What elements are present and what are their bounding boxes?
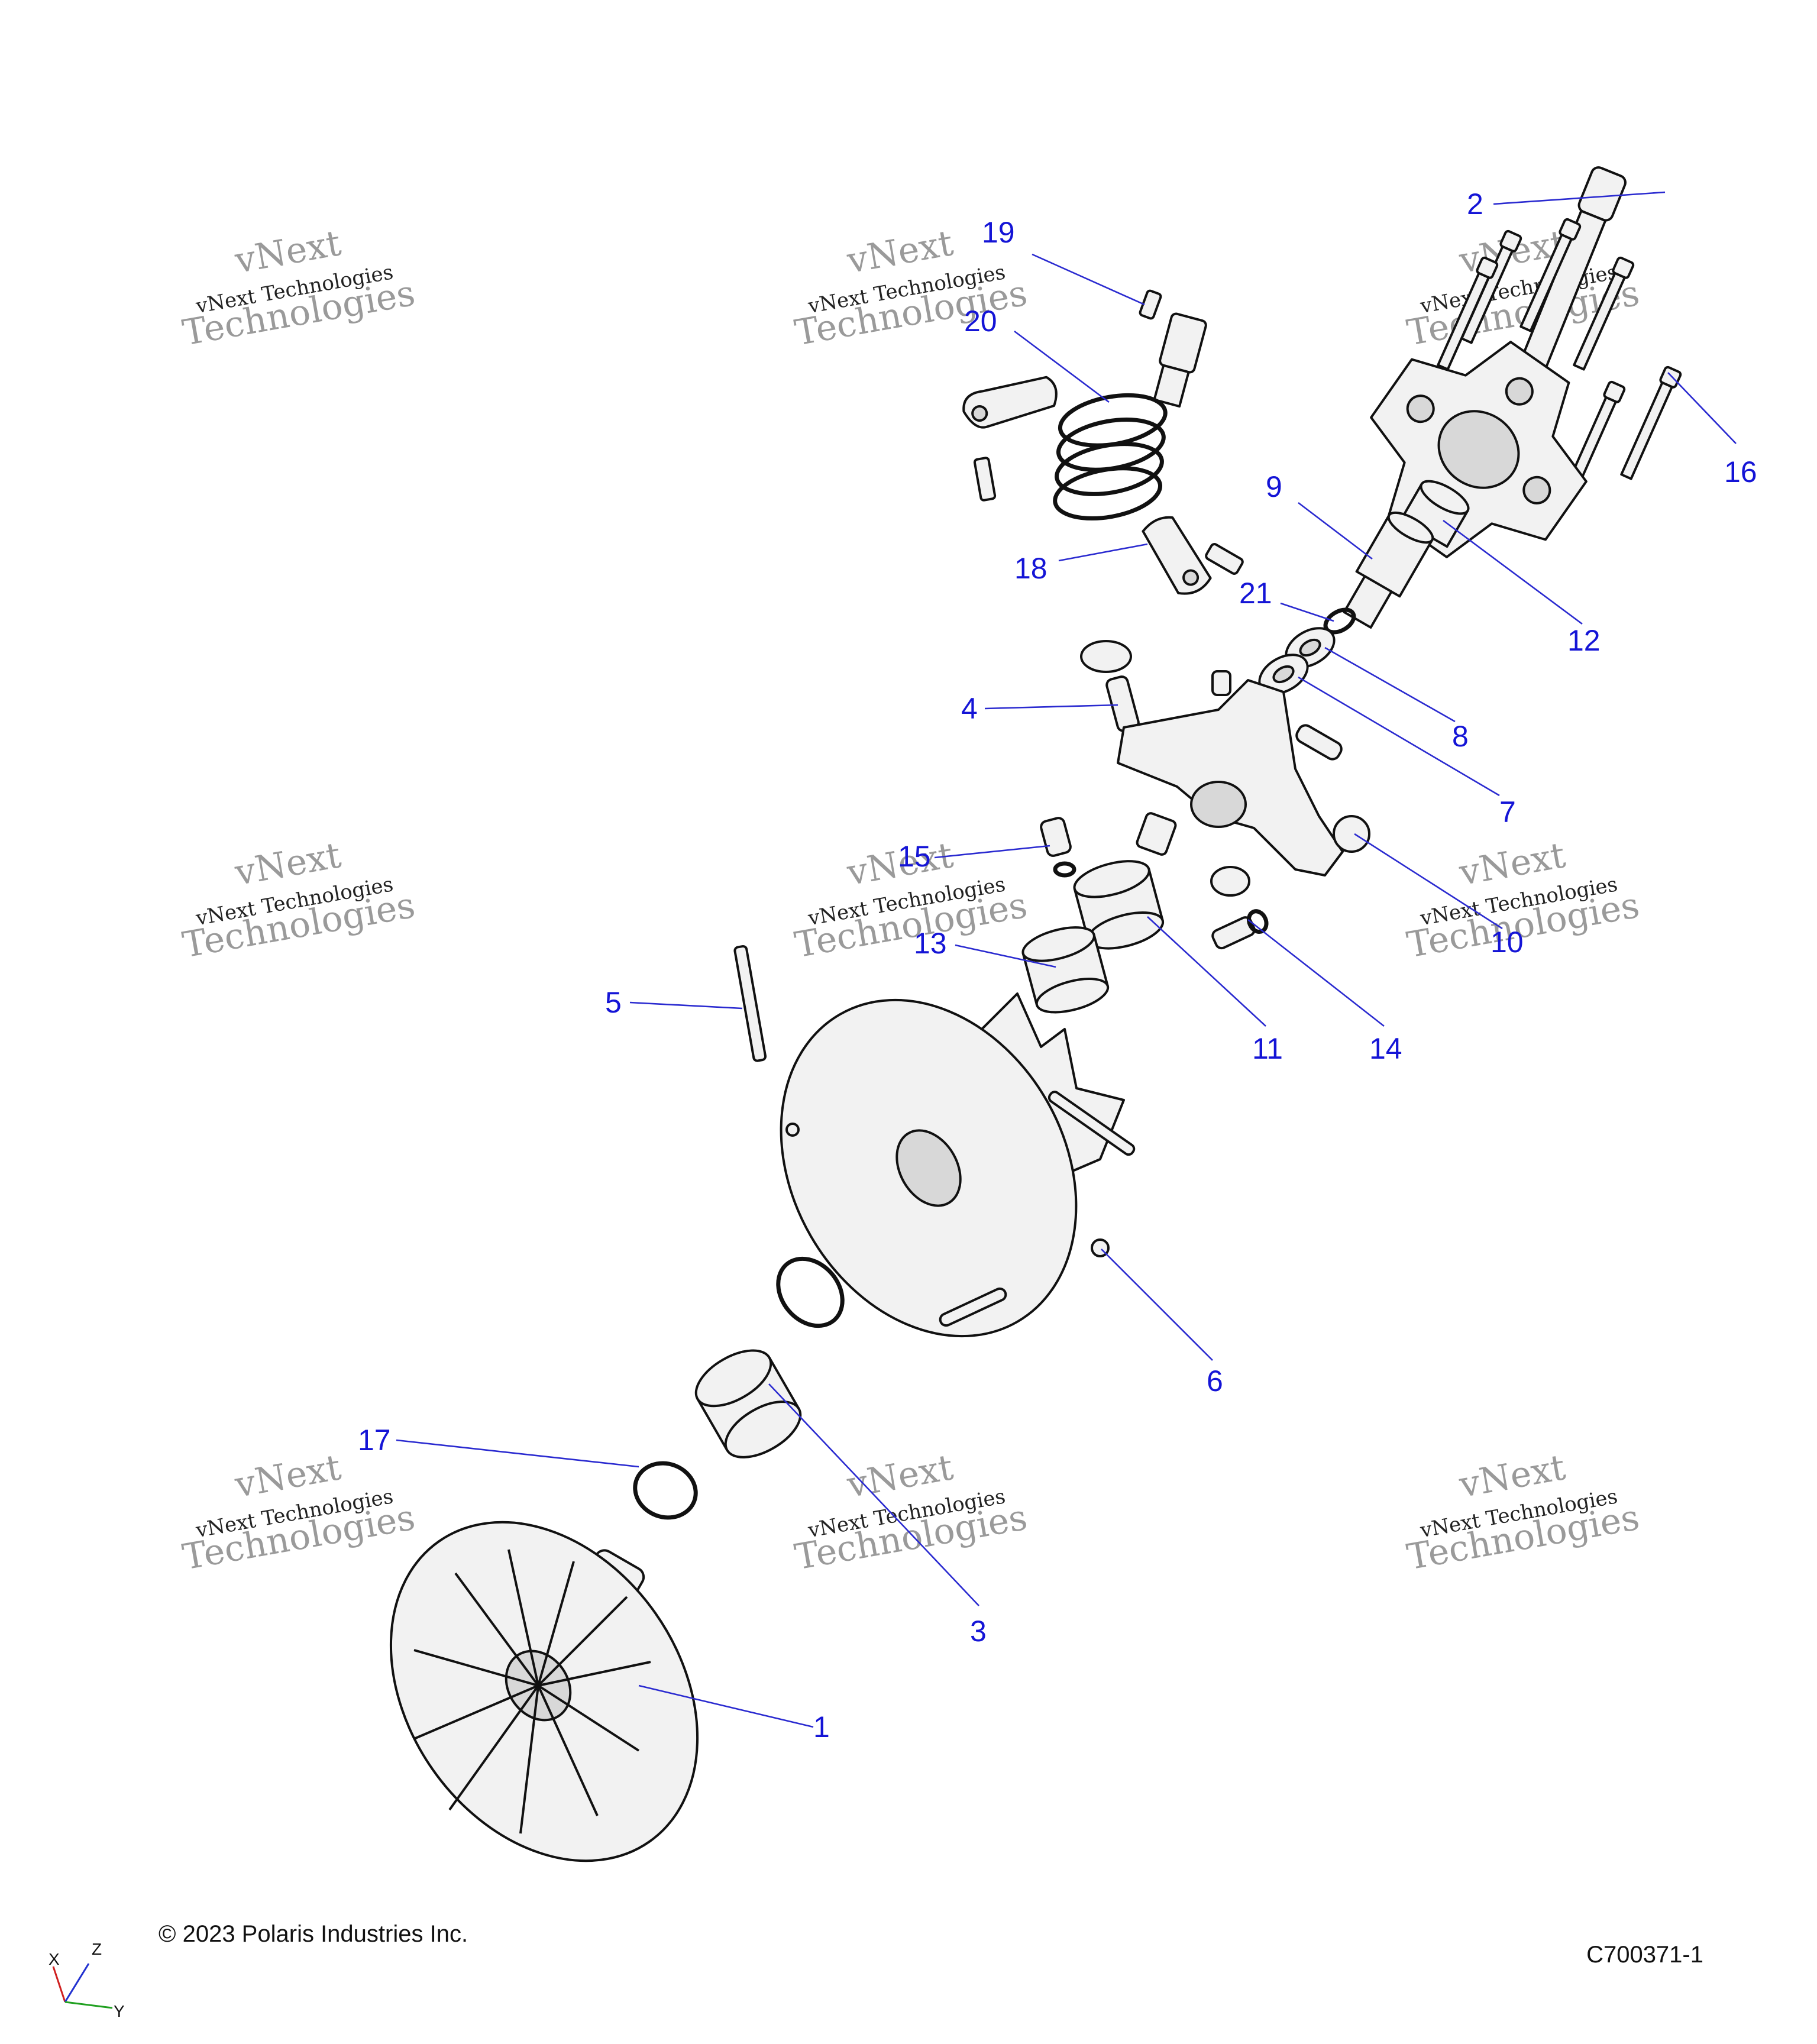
part-cam-block — [1153, 312, 1207, 408]
leader-19 — [1032, 253, 1145, 306]
part-dowel — [1205, 543, 1244, 575]
part-17-o-ring — [633, 1461, 698, 1520]
leader-7 — [1298, 676, 1500, 797]
callout-19: 19 — [982, 216, 1015, 249]
callout-11: 11 — [1252, 1032, 1283, 1065]
callout-6: 6 — [1207, 1364, 1223, 1398]
y-axis-label: Y — [114, 2002, 125, 2020]
callout-21: 21 — [1239, 577, 1272, 610]
leader-lines — [396, 191, 1737, 1728]
part-3-bushing — [694, 1349, 802, 1458]
watermark: vNext vNext Technologies Technologies — [1404, 1447, 1643, 1578]
leader-13 — [955, 944, 1056, 968]
part-13-bushing — [1021, 926, 1110, 1014]
callout-10: 10 — [1491, 926, 1524, 959]
callout-12: 12 — [1567, 624, 1601, 657]
watermark: vNext vNext Technologies Technologies — [180, 222, 418, 354]
watermark: vNext vNext Technologies Technologies — [792, 1447, 1030, 1578]
watermark: vNext vNext Technologies Technologies — [1404, 222, 1643, 354]
parts — [389, 166, 1682, 1862]
watermark: vNext vNext Technologies Technologies — [180, 835, 418, 966]
part-12-bushing — [1399, 480, 1470, 548]
part-19-pin — [1139, 289, 1162, 320]
leader-17 — [396, 1439, 639, 1468]
leader-18 — [1058, 543, 1148, 562]
part-roller — [1136, 812, 1177, 856]
x-axis-line — [52, 1966, 66, 2003]
y-axis-line — [64, 2001, 113, 2009]
watermark: vNext vNext Technologies Technologies — [792, 222, 1030, 354]
copyright-text: © 2023 Polaris Industries Inc. — [159, 1921, 468, 1947]
callout-4: 4 — [961, 692, 978, 725]
leader-4 — [984, 704, 1118, 710]
callout-18: 18 — [1014, 552, 1047, 585]
z-axis-line — [64, 1963, 90, 2003]
part-5-pin — [733, 945, 767, 1062]
leader-1 — [638, 1684, 814, 1728]
leader-14 — [1247, 918, 1385, 1027]
part-16-bolts — [1437, 218, 1682, 495]
watermark: vNext vNext Technologies Technologies — [180, 1447, 418, 1578]
callout-2: 2 — [1467, 187, 1483, 221]
callout-8: 8 — [1452, 720, 1469, 753]
x-axis-label: X — [49, 1950, 60, 1968]
leader-11 — [1147, 916, 1266, 1027]
part-small-pin — [973, 457, 997, 502]
callout-5: 5 — [605, 986, 622, 1019]
leader-21 — [1280, 602, 1334, 622]
part-7-washer — [1258, 654, 1309, 695]
part-18-roller-weight — [1142, 516, 1212, 595]
z-axis-label: Z — [92, 1940, 102, 1958]
leader-15 — [934, 845, 1050, 859]
part-20-spring — [1053, 393, 1168, 521]
part-9-shaft — [1343, 511, 1434, 629]
leader-10 — [1354, 833, 1503, 930]
leader-12 — [1443, 519, 1583, 625]
leader-5 — [629, 1001, 743, 1010]
leader-8 — [1324, 646, 1456, 723]
callout-13: 13 — [914, 927, 947, 960]
callout-1: 1 — [813, 1710, 830, 1744]
part-weight-arm — [962, 376, 1058, 429]
part-4-housing — [1080, 640, 1370, 897]
callout-16: 16 — [1724, 455, 1757, 489]
leader-16 — [1667, 372, 1737, 444]
leader-3 — [768, 1383, 979, 1606]
callout-7: 7 — [1499, 795, 1516, 829]
callout-labels: 2 19 20 16 9 12 18 21 8 7 4 15 10 13 11 … — [358, 187, 1757, 1744]
part-moveable-sheave — [780, 992, 1136, 1338]
leader-6 — [1101, 1249, 1213, 1361]
axis-triad: X Z Y — [49, 1940, 125, 2020]
callout-20: 20 — [964, 305, 997, 338]
part-11-bushing — [1073, 860, 1165, 950]
callout-9: 9 — [1266, 470, 1282, 503]
leader-2 — [1493, 191, 1666, 205]
callout-14: 14 — [1369, 1032, 1402, 1065]
callout-3: 3 — [970, 1615, 987, 1648]
callout-15: 15 — [898, 840, 931, 873]
callout-17: 17 — [358, 1424, 391, 1457]
part-tension-pin — [939, 1287, 1007, 1327]
leader-20 — [1014, 330, 1110, 403]
part-1-fixed-sheave — [389, 1521, 699, 1862]
part-o-ring — [776, 1256, 845, 1328]
drawing-id: C700371-1 — [1586, 1942, 1703, 1968]
leader-9 — [1298, 502, 1373, 560]
